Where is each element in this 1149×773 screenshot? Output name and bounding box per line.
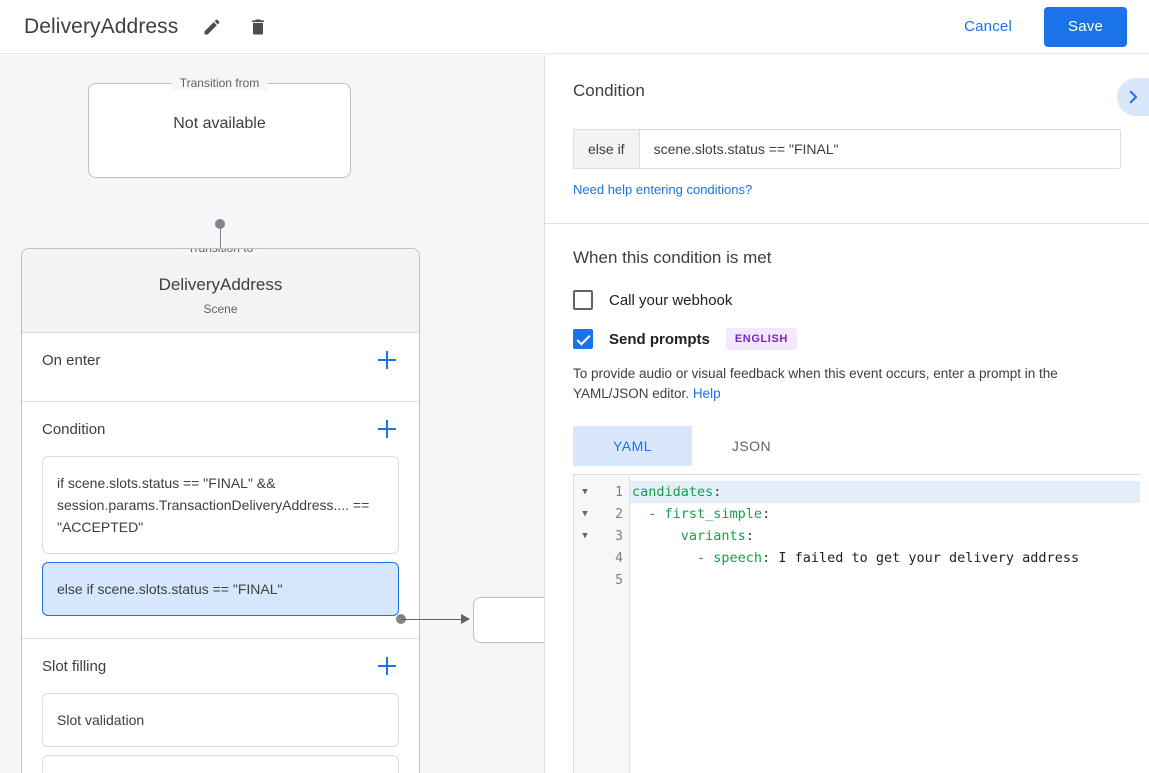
condition-detail-pane: Condition else if Need help entering con… xyxy=(545,55,1149,773)
add-icon[interactable] xyxy=(375,654,399,678)
branch-line xyxy=(401,618,463,620)
code-line[interactable]: variants: xyxy=(680,528,754,544)
gutter-line: ▼2 xyxy=(574,503,629,525)
section-header: Slot filling xyxy=(42,639,399,693)
editor-format-tabs: YAML JSON xyxy=(573,426,1121,466)
tab-json[interactable]: JSON xyxy=(731,438,772,454)
code-line[interactable]: candidates: xyxy=(630,481,1140,503)
connector-line xyxy=(219,224,221,268)
transition-to-header: DeliveryAddress Scene xyxy=(22,249,419,333)
prompt-description-text: To provide audio or visual feedback when… xyxy=(573,366,1058,401)
line-number: 2 xyxy=(615,506,623,522)
call-webhook-label: Call your webhook xyxy=(609,291,733,309)
chevron-right-icon[interactable] xyxy=(1117,78,1149,116)
line-number: 3 xyxy=(615,528,623,544)
fold-triangle-icon[interactable]: ▼ xyxy=(582,487,588,497)
add-icon[interactable] xyxy=(375,417,399,441)
send-prompts-label: Send prompts xyxy=(609,330,710,348)
tab-yaml[interactable]: YAML xyxy=(573,426,692,466)
fold-triangle-icon[interactable]: ▼ xyxy=(582,531,588,541)
transition-to-node: Transition to DeliveryAddress Scene On e… xyxy=(21,248,420,773)
app-header: DeliveryAddress Cancel Save xyxy=(0,0,1149,54)
code-line[interactable] xyxy=(630,569,1140,591)
cancel-button[interactable]: Cancel xyxy=(950,10,1026,43)
gutter-line: ▼1 xyxy=(574,481,629,503)
webhook-row: Call your webhook xyxy=(573,290,1121,310)
line-number: 1 xyxy=(615,484,623,500)
gutter-line: 4 xyxy=(574,547,629,569)
scene-diagram-pane: Transition from Not available Transition… xyxy=(0,55,545,773)
trash-icon[interactable] xyxy=(246,15,270,39)
transition-from-node[interactable]: Transition from Not available xyxy=(88,76,351,178)
section-title: Condition xyxy=(42,420,106,438)
condition-expression-input[interactable] xyxy=(639,130,1120,168)
code-line[interactable]: - first_simple: xyxy=(648,506,771,522)
transition-from-value: Not available xyxy=(173,114,266,132)
send-prompts-checkbox[interactable] xyxy=(573,329,593,349)
transition-to-name: DeliveryAddress xyxy=(158,275,283,294)
branch-arrow-icon xyxy=(461,614,470,624)
call-webhook-checkbox[interactable] xyxy=(573,290,593,310)
code-line[interactable]: - speech: I failed to get your delivery … xyxy=(697,550,1080,566)
condition-chip[interactable]: Slot validation xyxy=(42,693,399,747)
condition-chip[interactable]: TransactionDeliveryAddress xyxy=(42,755,399,773)
condition-expression-row: else if xyxy=(573,129,1121,169)
target-node-partial[interactable] xyxy=(473,597,545,643)
condition-heading: Condition xyxy=(573,81,645,100)
pencil-icon[interactable] xyxy=(200,15,224,39)
condition-chip[interactable]: if scene.slots.status == "FINAL" && sess… xyxy=(42,456,399,554)
page-title: DeliveryAddress xyxy=(24,14,179,38)
when-met-heading: When this condition is met xyxy=(573,248,772,267)
pane-divider xyxy=(544,55,545,773)
line-number: 4 xyxy=(615,550,623,566)
prompt-help-link[interactable]: Help xyxy=(692,386,721,401)
condition-help-link[interactable]: Need help entering conditions? xyxy=(573,182,753,197)
scene-section: On enter xyxy=(22,333,419,402)
transition-from-legend: Transition from xyxy=(171,76,268,90)
save-button[interactable]: Save xyxy=(1044,6,1127,47)
condition-prefix-label: else if xyxy=(574,130,640,168)
line-number: 5 xyxy=(615,572,623,588)
section-header: On enter xyxy=(42,333,399,387)
prompt-description: To provide audio or visual feedback when… xyxy=(573,364,1121,404)
condition-chip[interactable]: else if scene.slots.status == "FINAL" xyxy=(42,562,399,616)
transition-to-subtitle: Scene xyxy=(203,302,238,316)
condition-section: Condition else if Need help entering con… xyxy=(545,55,1149,224)
add-icon[interactable] xyxy=(375,348,399,372)
editor-code-body[interactable]: candidates: - first_simple: variants: - … xyxy=(630,475,1140,773)
gutter-line: 5 xyxy=(574,569,629,591)
section-header: Condition xyxy=(42,402,399,456)
language-badge: ENGLISH xyxy=(725,328,797,350)
section-title: Slot filling xyxy=(42,657,107,675)
gutter-line: ▼3 xyxy=(574,525,629,547)
section-title: On enter xyxy=(42,351,101,369)
scene-section: Condition if scene.slots.status == "FINAL… xyxy=(22,402,419,639)
fold-triangle-icon[interactable]: ▼ xyxy=(582,509,588,519)
transition-to-legend: Transition to xyxy=(179,249,262,255)
when-condition-met-section: When this condition is met Call your web… xyxy=(545,224,1149,773)
send-prompts-row: Send prompts ENGLISH xyxy=(573,328,1121,350)
